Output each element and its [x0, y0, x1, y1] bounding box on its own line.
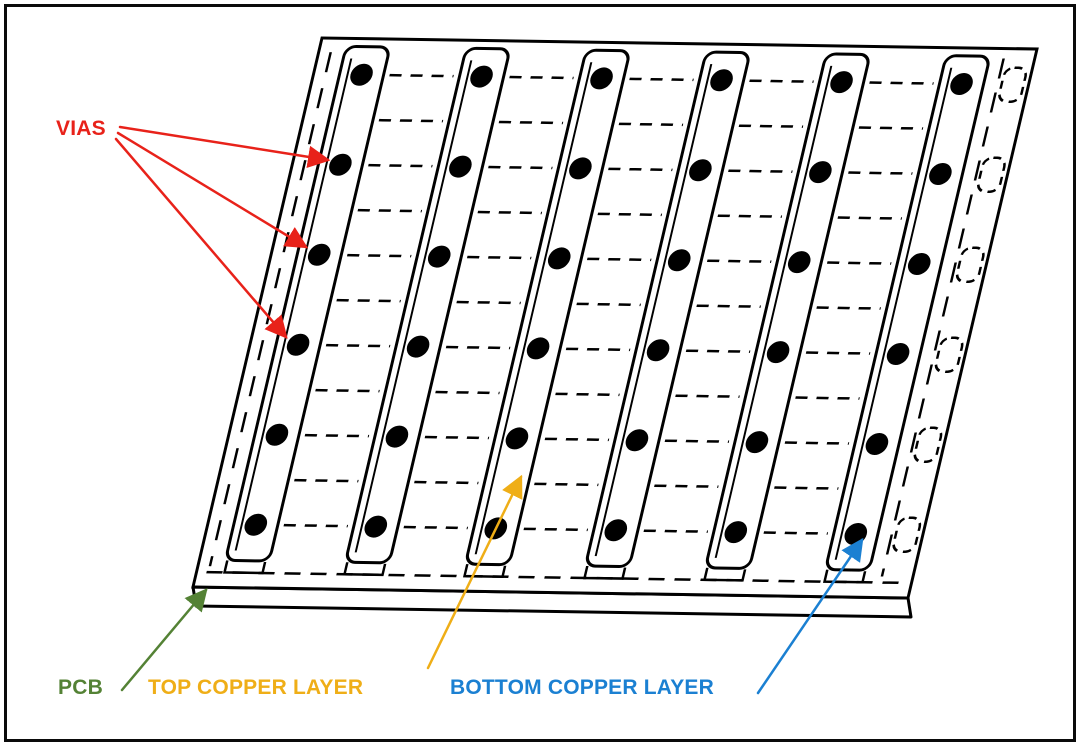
- bottom-copper-arrow: [756, 537, 864, 695]
- vias-label: VIAS: [56, 117, 106, 140]
- top-copper-layer-label: TOP COPPER LAYER: [148, 676, 364, 699]
- pcb-label: PCB: [58, 676, 103, 699]
- bottom-copper-column-dashed: [880, 58, 1005, 577]
- vias-arrow-1: [118, 125, 331, 168]
- pcb-arrow: [120, 588, 208, 692]
- pcb-top-face: [191, 36, 1039, 600]
- bottom-layer-left-edge-dashed: [208, 52, 332, 567]
- bottom-copper-layer-label: BOTTOM COPPER LAYER: [450, 676, 715, 699]
- annotation-arrows: [114, 125, 864, 695]
- bottom-layer-bottom-edge-dashed: [206, 570, 901, 585]
- top-copper-arrow: [426, 474, 523, 670]
- vias-arrow-2: [116, 131, 309, 249]
- vias-arrow-3: [114, 137, 288, 339]
